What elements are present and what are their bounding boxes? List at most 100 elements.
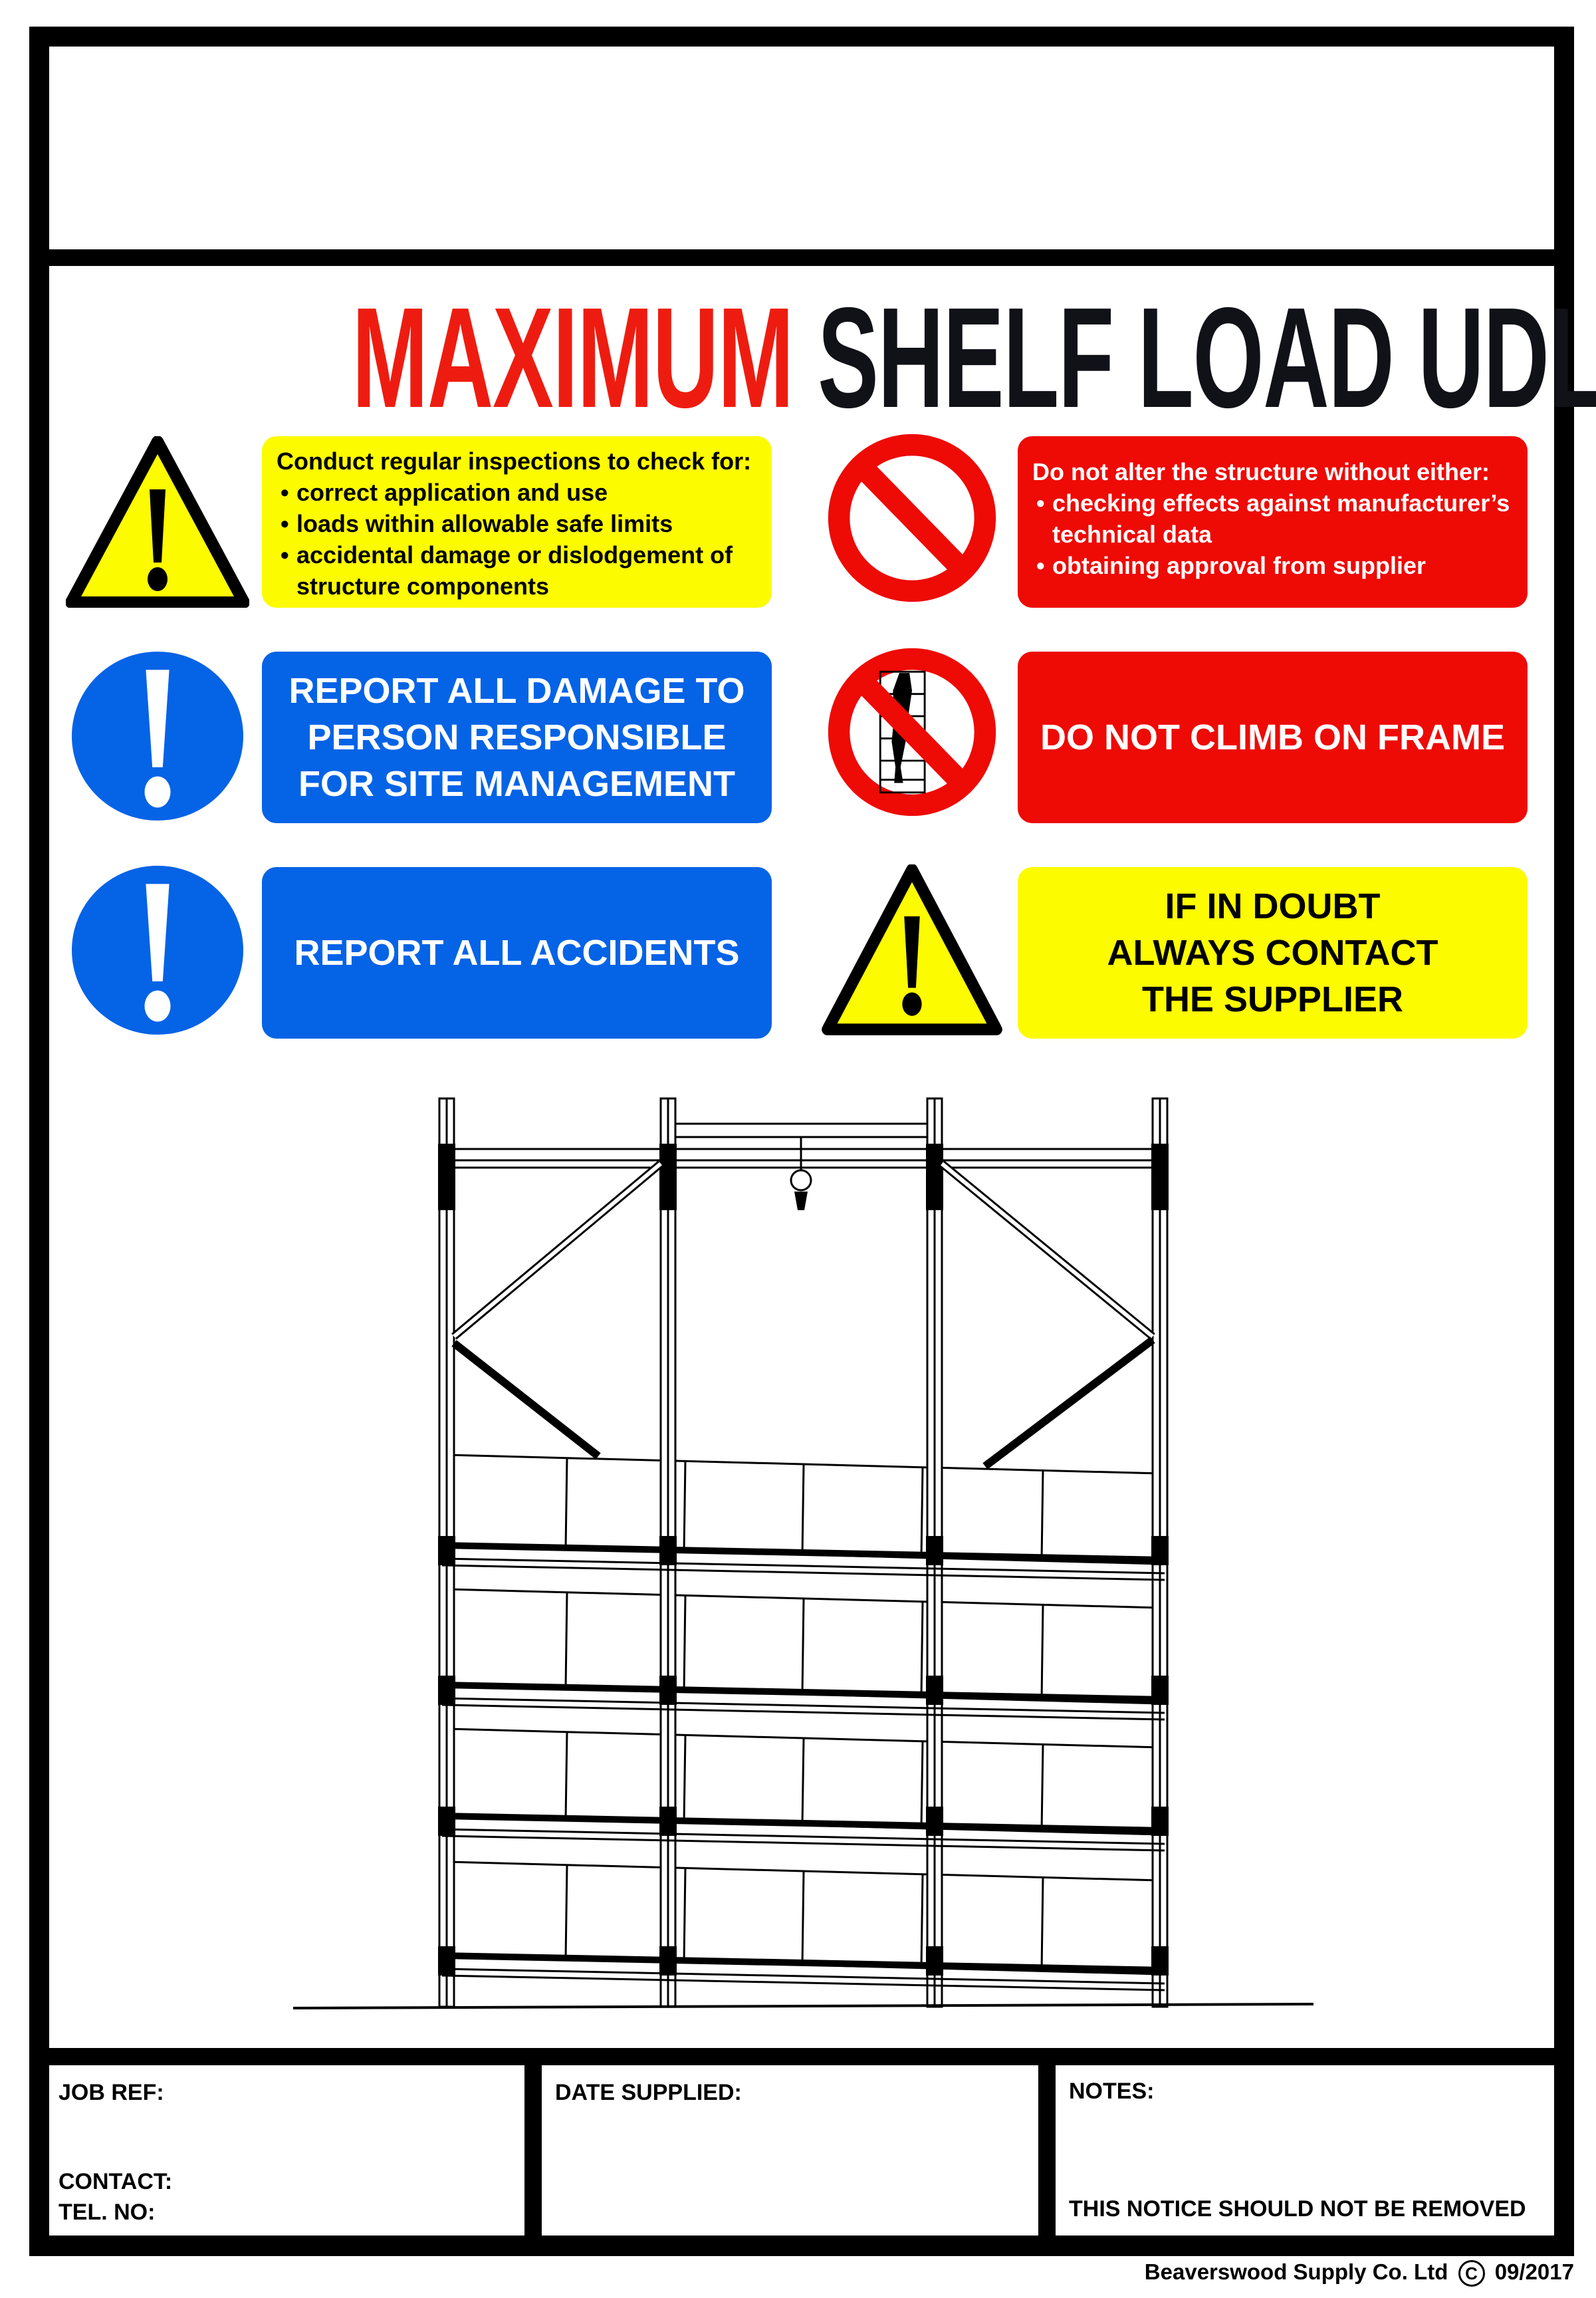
alteration-heading: Do not alter the structure without eithe…: [1032, 458, 1490, 485]
inspection-bullet: correct application and use: [277, 477, 757, 508]
page-title: MAXIMUM SHELF LOAD UDL: [0, 286, 1596, 429]
beam-connector: [1151, 1144, 1169, 1210]
crate-divider: [683, 1735, 687, 1823]
shelf-beam-lower: [441, 1564, 1165, 1581]
beam-connector: [659, 1946, 677, 1976]
beam-connector: [659, 1676, 677, 1705]
shelf-beam-lower: [441, 1974, 1165, 1991]
shelf-beam-lower: [441, 1704, 1165, 1721]
no-climbing-icon: [828, 648, 996, 817]
alteration-panel: Do not alter the structure without eithe…: [1018, 436, 1528, 608]
notes-box: [1056, 2065, 1554, 2235]
shelf-beam-lower: [441, 1557, 1165, 1575]
beam-connector: [438, 1144, 455, 1210]
crate-divider: [564, 1592, 568, 1688]
report-damage-text: REPORT ALL DAMAGE TO PERSON RESPONSIBLE …: [288, 671, 745, 804]
brace-inner: [941, 1162, 1154, 1339]
crate-divider: [801, 1598, 805, 1695]
crate-divider: [1040, 1877, 1044, 1972]
shelf-beam-lower: [441, 1968, 1165, 1985]
footer-date: 09/2017: [1494, 2259, 1574, 2284]
beam-connector: [438, 1536, 455, 1565]
beam-connector: [926, 1676, 943, 1705]
crate-divider: [920, 1741, 924, 1829]
no-climb-panel: DO NOT CLIMB ON FRAME: [1018, 652, 1528, 823]
tel-no-label: TEL. NO:: [58, 2200, 156, 2225]
alteration-bullet: obtaining approval from supplier: [1032, 550, 1513, 581]
beam-connector: [659, 1807, 677, 1836]
crate-divider: [1040, 1604, 1044, 1701]
report-accidents-text: REPORT ALL ACCIDENTS: [294, 933, 740, 973]
hook-ring: [790, 1169, 812, 1192]
shelf-beam: [441, 1813, 1165, 1834]
shelf-beam-lower: [441, 1835, 1165, 1852]
crate-divider: [683, 1461, 687, 1552]
job-ref-label: JOB REF:: [58, 2080, 164, 2105]
crate-divider: [1040, 1470, 1044, 1561]
brace-lower: [982, 1337, 1155, 1469]
title-maximum: MAXIMUM: [352, 277, 794, 438]
contact-supplier-text: IF IN DOUBT ALWAYS CONTACT THE SUPPLIER: [1107, 886, 1438, 1019]
brace-lower: [451, 1340, 601, 1460]
mandatory-exclamation-icon: [72, 865, 243, 1035]
beam-connector: [659, 1536, 677, 1565]
crate-divider: [564, 1458, 568, 1549]
crate-divider: [920, 1467, 924, 1558]
beam-connector: [926, 1536, 943, 1565]
beam-connector: [659, 1144, 677, 1210]
warning-triangle-icon: [822, 864, 1002, 1036]
beam-connector: [926, 1946, 943, 1976]
hook-icon: [794, 1192, 808, 1210]
contact-supplier-panel: IF IN DOUBT ALWAYS CONTACT THE SUPPLIER: [1018, 867, 1528, 1039]
crate-divider: [801, 1737, 805, 1826]
title-shelf-load: SHELF LOAD UDL: [818, 277, 1596, 438]
crate-divider: [564, 1864, 568, 1959]
date-supplied-label: DATE SUPPLIED:: [555, 2080, 742, 2105]
report-damage-panel: REPORT ALL DAMAGE TO PERSON RESPONSIBLE …: [262, 652, 772, 823]
contact-label: CONTACT:: [58, 2169, 173, 2194]
prohibition-icon: [828, 434, 996, 602]
company-name: Beaverswood Supply Co. Ltd: [1144, 2259, 1448, 2284]
notice-warning-text: THIS NOTICE SHOULD NOT BE REMOVED: [1069, 2196, 1526, 2222]
report-accidents-panel: REPORT ALL ACCIDENTS: [262, 867, 772, 1039]
inspection-panel: Conduct regular inspections to check for…: [262, 436, 772, 608]
shelf-beam: [441, 1952, 1165, 1974]
warning-triangle-icon: [66, 436, 249, 608]
mandatory-exclamation-icon: [72, 651, 243, 821]
beam-connector: [926, 1807, 943, 1836]
notes-label: NOTES:: [1069, 2079, 1155, 2104]
header-blank-area: [49, 47, 1554, 249]
crate-divider: [683, 1868, 687, 1962]
footer-credit: Beaverswood Supply Co. Ltd C 09/2017: [1145, 2259, 1574, 2287]
beam-connector: [438, 1676, 455, 1705]
no-climb-text: DO NOT CLIMB ON FRAME: [1040, 717, 1505, 757]
inspection-bullet: loads within allowable safe limits: [277, 508, 757, 539]
shelf-beam: [441, 1682, 1165, 1703]
inspection-bullet: accidental damage or dislodgement of str…: [277, 539, 757, 602]
copyright-icon: C: [1458, 2260, 1485, 2287]
top-tie: [674, 1122, 929, 1138]
crate-divider: [564, 1731, 568, 1819]
beam-connector: [438, 1807, 455, 1836]
crate-divider: [920, 1601, 924, 1698]
alteration-bullet: checking effects against manufacturer’s …: [1032, 487, 1513, 550]
shelf-beam: [441, 1542, 1165, 1563]
crate-divider: [801, 1870, 805, 1966]
crate-divider: [683, 1595, 687, 1692]
beam-connector: [1151, 1807, 1169, 1836]
beam-connector: [926, 1144, 943, 1210]
brace-inner: [453, 1162, 662, 1339]
ground-line: [292, 2003, 1314, 2009]
beam-connector: [438, 1946, 455, 1976]
crate-divider: [801, 1464, 805, 1555]
shelf-beam-lower: [441, 1828, 1165, 1845]
crate-divider: [1040, 1744, 1044, 1832]
crate-divider: [920, 1874, 924, 1968]
inspection-heading: Conduct regular inspections to check for…: [277, 447, 752, 475]
date-supplied-box: [542, 2065, 1038, 2235]
beam-connector: [1151, 1946, 1169, 1976]
job-ref-box: [49, 2065, 524, 2235]
beam-connector: [1151, 1536, 1169, 1565]
shelf-beam-lower: [441, 1697, 1165, 1714]
